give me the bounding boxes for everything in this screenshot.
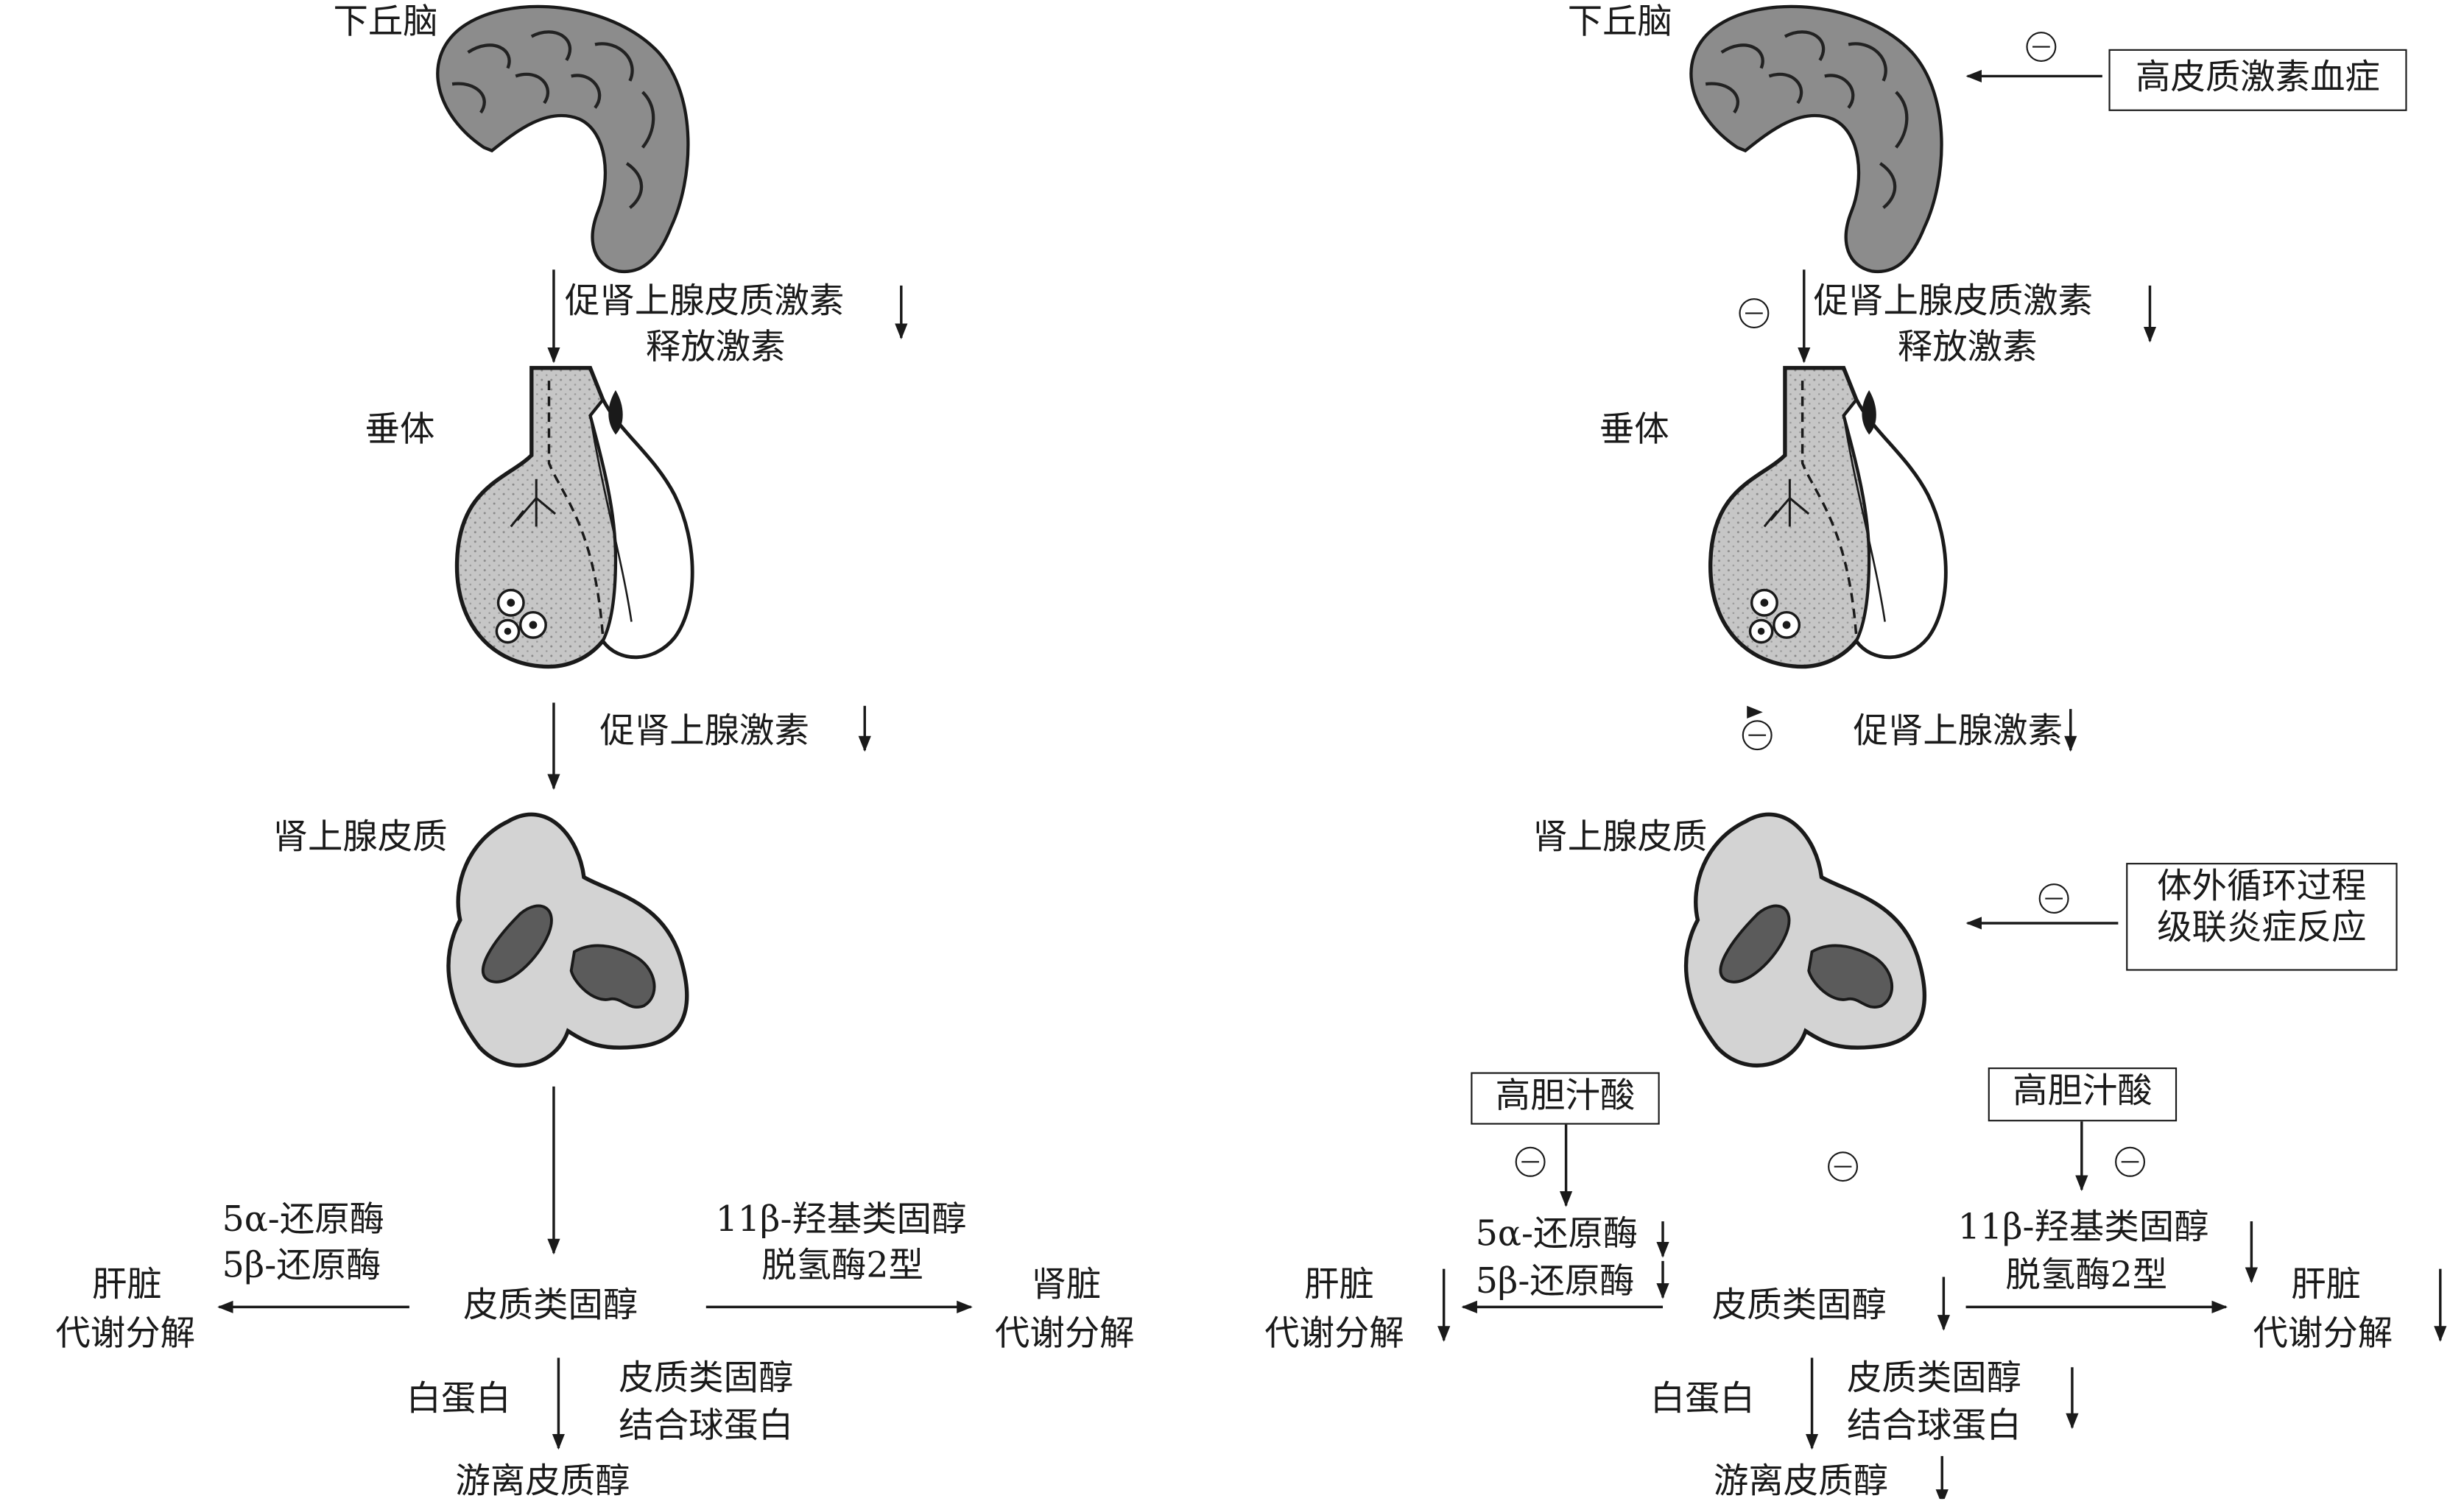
right-corticosteroid-label: 皮质类固醇 bbox=[1711, 1286, 1887, 1327]
right-liver-label-1: 肝脏 bbox=[1304, 1265, 1374, 1306]
inhibition-icon bbox=[1828, 1151, 1859, 1182]
right-ecc-label-2: 级联炎症反应 bbox=[2157, 908, 2367, 949]
left-crh-label-2: 释放激素 bbox=[645, 328, 786, 368]
right-reductase-label-1: 5α-还原酶 bbox=[1475, 1215, 1638, 1255]
left-hsd-label-2: 脱氢酶2型 bbox=[761, 1246, 923, 1287]
right-liver-label-2: 代谢分解 bbox=[1264, 1315, 1404, 1355]
right-hypothalamus-label: 下丘脑 bbox=[1567, 3, 1672, 43]
right-cbg-label-1: 皮质类固醇 bbox=[1846, 1359, 2021, 1399]
right-hypercortisolemia-label: 高皮质激素血症 bbox=[2136, 58, 2380, 99]
left-hypothalamus-illustration bbox=[437, 7, 688, 272]
left-cbg-label-2: 结合球蛋白 bbox=[619, 1407, 794, 1447]
left-free-cortisol-label: 游离皮质醇 bbox=[455, 1462, 630, 1503]
left-albumin-label: 白蛋白 bbox=[406, 1380, 511, 1420]
left-hypothalamus-label: 下丘脑 bbox=[333, 3, 438, 43]
right-acth-label: 促肾上腺激素 bbox=[1853, 712, 2063, 752]
right-pituitary-label: 垂体 bbox=[1599, 411, 1669, 451]
left-arrows bbox=[217, 269, 973, 1450]
right-albumin-label: 白蛋白 bbox=[1650, 1380, 1756, 1420]
inhibition-icon bbox=[1515, 1146, 1546, 1177]
left-adrenal-cortex-label: 肾上腺皮质 bbox=[272, 818, 448, 858]
right-bile-acid-right-box: 高胆汁酸 bbox=[1988, 1067, 2178, 1122]
right-ecc-label-1: 体外循环过程 bbox=[2157, 867, 2367, 908]
left-liver-label-2: 代谢分解 bbox=[55, 1315, 196, 1355]
right-crh-label-2: 释放激素 bbox=[1897, 328, 2038, 368]
right-arrows bbox=[1437, 69, 2447, 1500]
left-acth-label: 促肾上腺激素 bbox=[599, 712, 809, 752]
right-crh-label-1: 促肾上腺皮质激素 bbox=[1813, 282, 2093, 322]
right-ecc-box: 体外循环过程 级联炎症反应 bbox=[2126, 863, 2398, 971]
left-reductase-label-1: 5α-还原酶 bbox=[222, 1201, 385, 1240]
right-cbg-label-2: 结合球蛋白 bbox=[1846, 1407, 2021, 1447]
right-reductase-label-2: 5β-还原酶 bbox=[1475, 1263, 1635, 1302]
right-bile-acid-left-label: 高胆汁酸 bbox=[1495, 1076, 1636, 1117]
left-adrenal-illustration bbox=[448, 814, 687, 1065]
left-hsd-label-1: 11β-羟基类固醇 bbox=[715, 1201, 967, 1240]
right-free-cortisol-label: 游离皮质醇 bbox=[1713, 1462, 1889, 1503]
inhibition-icon bbox=[2115, 1146, 2146, 1177]
left-cbg-label-1: 皮质类固醇 bbox=[619, 1359, 794, 1399]
left-reductase-label-2: 5β-还原酶 bbox=[222, 1246, 381, 1287]
right-pituitary-illustration bbox=[1711, 368, 1946, 667]
inhibition-icon bbox=[1742, 720, 1773, 751]
inhibition-icon bbox=[1739, 298, 1770, 329]
left-pituitary-label: 垂体 bbox=[365, 411, 435, 451]
right-liver2-label-1: 肝脏 bbox=[2291, 1265, 2362, 1306]
right-hypothalamus-illustration bbox=[1691, 7, 1941, 272]
right-adrenal-cortex-label: 肾上腺皮质 bbox=[1532, 818, 1708, 858]
right-bile-acid-left-box: 高胆汁酸 bbox=[1471, 1072, 1660, 1125]
right-adrenal-illustration bbox=[1686, 814, 1925, 1065]
inhibition-icon bbox=[2038, 883, 2069, 914]
right-bile-acid-right-label: 高胆汁酸 bbox=[2013, 1072, 2153, 1112]
left-corticosteroid-label: 皮质类固醇 bbox=[463, 1286, 638, 1327]
right-hsd-label-1: 11β-羟基类固醇 bbox=[1957, 1208, 2209, 1249]
right-hypercortisolemia-box: 高皮质激素血症 bbox=[2108, 49, 2407, 111]
right-liver2-label-2: 代谢分解 bbox=[2253, 1315, 2393, 1355]
right-hsd-label-2: 脱氢酶2型 bbox=[2005, 1256, 2168, 1296]
left-kidney-label-2: 代谢分解 bbox=[994, 1315, 1135, 1355]
left-pituitary-illustration bbox=[457, 368, 692, 667]
left-liver-label-1: 肝脏 bbox=[91, 1265, 162, 1306]
left-crh-label-1: 促肾上腺皮质激素 bbox=[565, 282, 845, 322]
left-kidney-label-1: 肾脏 bbox=[1031, 1265, 1102, 1306]
inhibition-icon bbox=[2026, 32, 2057, 63]
